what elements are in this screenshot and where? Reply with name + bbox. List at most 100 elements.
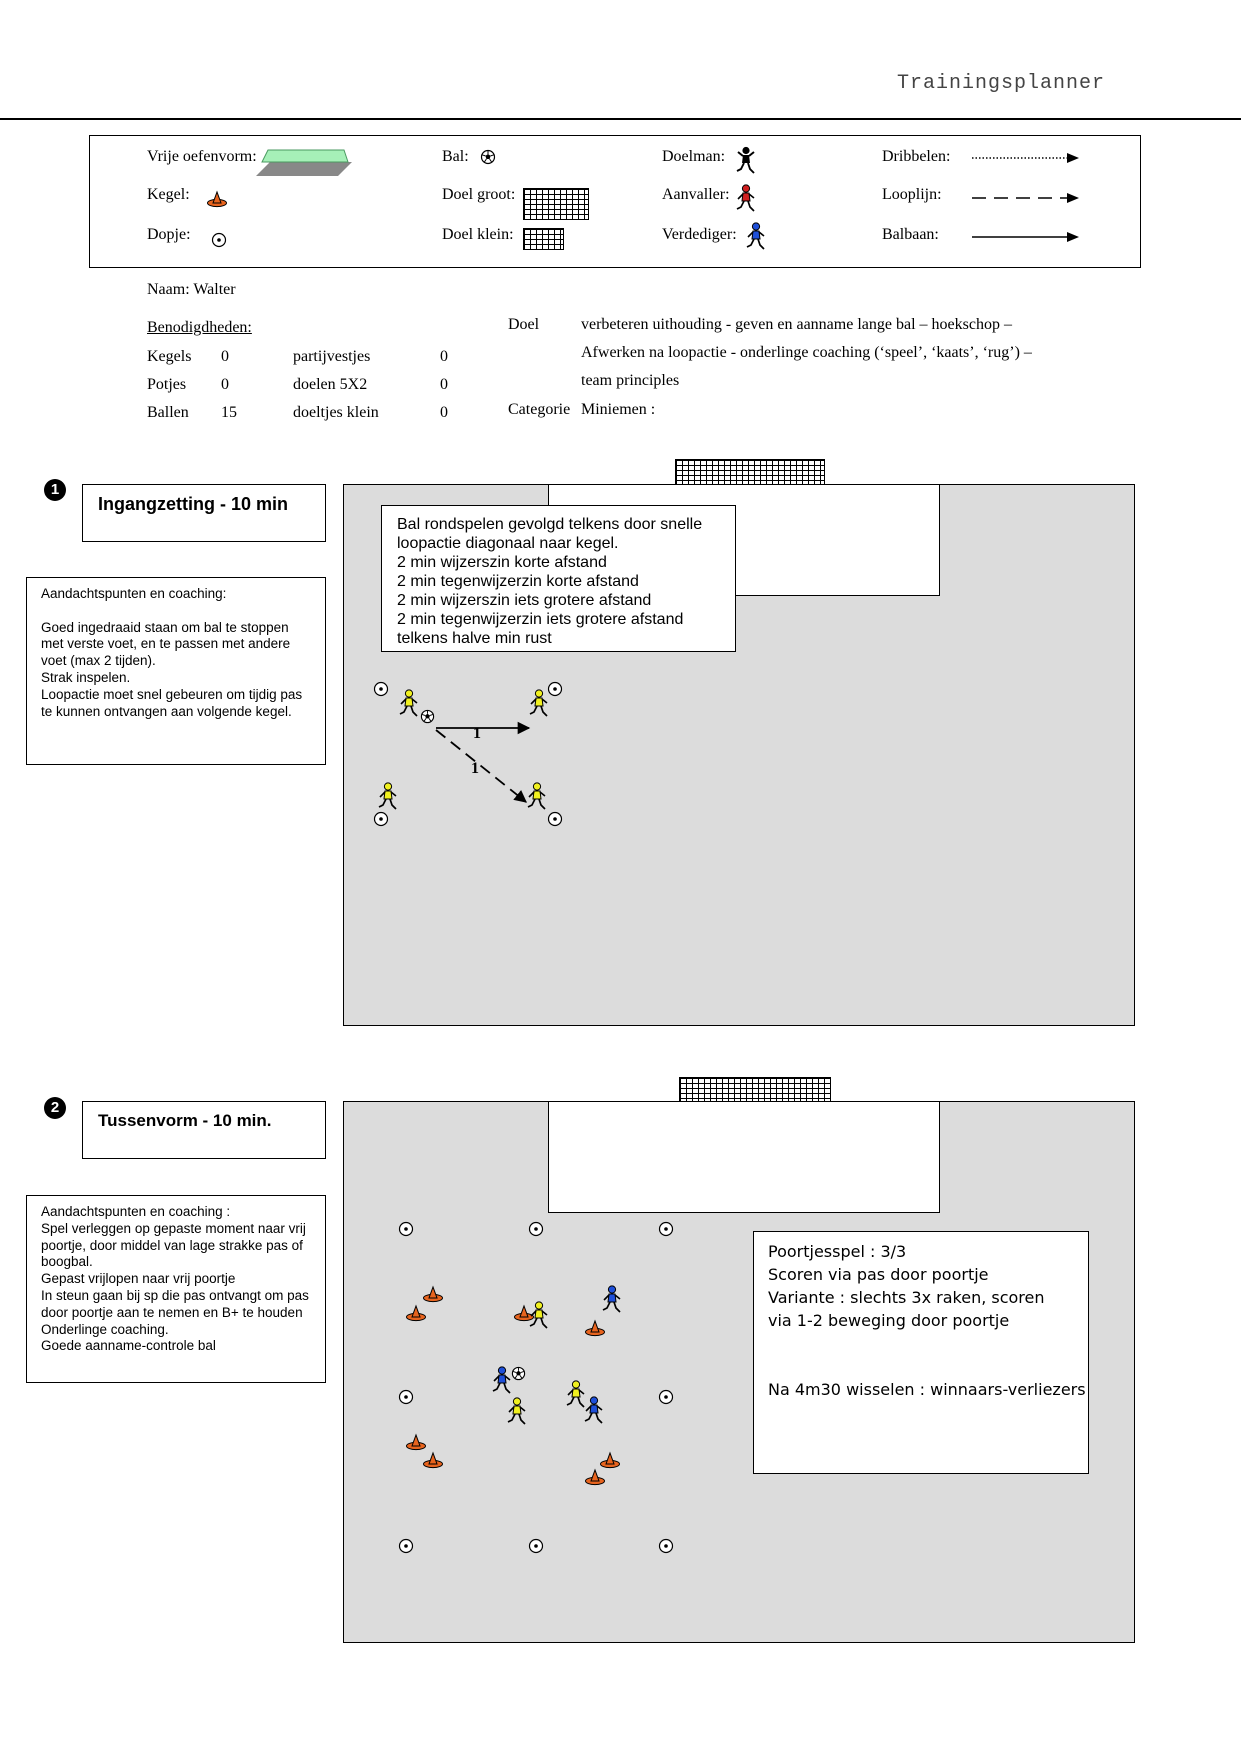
legend-label-vrije-oefenvorm: Vrije oefenvorm: [147,148,257,165]
description-line: via 1-2 beweging door poortje [768,1311,1010,1330]
dot-marker-icon [547,811,563,827]
legend-label-looplijn: Looplijn: [882,186,942,203]
dot-marker-icon [211,232,227,248]
equipment-value: 0 [221,376,229,393]
page-header-title: Trainingsplanner [896,72,1105,95]
dribble-line-icon [972,153,1079,163]
description-line: Variante : slechts 3x raken, scoren [768,1288,1045,1307]
description-line: loopactie diagonaal naar kegel. [397,535,619,552]
goalkeeper-icon [735,146,757,176]
cone-icon [585,1469,605,1486]
exercise-number-badge: 2 [44,1097,66,1119]
legend-label-aanvaller: Aanvaller: [662,186,730,203]
legend-label-verdediger: Verdediger: [662,226,737,243]
arrow-number-label: 1 [471,760,479,777]
dot-marker-icon [373,811,389,827]
attacker-player-icon [507,1397,526,1425]
description-line: Bal rondspelen gevolgd telkens door snel… [397,516,703,533]
dot-marker-icon [398,1389,414,1405]
cone-icon [423,1286,443,1303]
dot-marker-icon [373,681,389,697]
exercise-title: Tussenvorm - 10 min. [82,1101,326,1159]
coaching-points: Aandachtspunten en coaching: Goed ingedr… [26,577,326,765]
equipment-value: 0 [440,404,448,421]
category-label: Categorie [508,401,571,418]
cone-icon [206,190,228,208]
ball-path-icon [972,232,1079,242]
equipment-value: 0 [221,348,229,365]
dot-marker-icon [398,1538,414,1554]
category-value: Miniemen : [581,401,656,418]
equipment-label: Kegels [147,348,192,365]
dot-marker-icon [528,1221,544,1237]
legend-label-balbaan: Balbaan: [882,226,939,243]
equipment-label: doelen 5X2 [293,376,368,393]
description-line [768,1355,1074,1378]
dot-marker-icon [547,681,563,697]
attacker-player-icon [529,1301,548,1329]
dot-marker-icon [658,1221,674,1237]
defender-player-icon [492,1366,511,1394]
legend-label-doel-groot: Doel groot: [442,186,516,203]
cone-icon [406,1305,426,1322]
equipment-label: partijvestjes [293,348,371,365]
ball-icon [480,149,496,165]
legend-label-dopje: Dopje: [147,226,191,243]
run-line-arrow [435,729,527,803]
trainer-name: Naam: Walter [147,281,236,298]
attacker-player-icon [566,1380,585,1408]
run-line-icon [972,193,1079,203]
ball-icon [511,1366,526,1381]
defender-icon [745,222,767,252]
description-line: Na 4m30 wisselen : winnaars-verliezers [768,1380,1086,1399]
header-rule [0,118,1241,120]
equipment-value: 15 [221,404,237,421]
description-line: 2 min tegenwijzerzin korte afstand [397,573,639,590]
legend-label-doelman: Doelman: [662,148,726,165]
description-line: Poortjesspel : 3/3 [768,1242,907,1261]
dot-marker-icon [528,1538,544,1554]
goal-label: Doel [508,316,540,333]
defender-player-icon [584,1396,603,1424]
equipment-label: doeltjes klein [293,404,379,421]
description-line [768,1332,1074,1355]
equipment-label: Potjes [147,376,187,393]
description-line: Scoren via pas door poortje [768,1265,989,1284]
ball-icon [420,709,435,724]
cone-icon [514,1305,534,1322]
free-exercise-icon [256,149,352,176]
cone-icon [600,1452,620,1469]
attacker-player-icon [399,689,418,717]
goal-text-line: verbeteren uithouding - geven en aanname… [581,316,1012,333]
exercise-description: Bal rondspelen gevolgd telkens door snel… [381,505,736,652]
large-goal [675,459,825,486]
attacker-player-icon [529,689,548,717]
cone-icon [423,1452,443,1469]
exercise-1-diagram: 1 1 [373,681,563,827]
exercise-description: Poortjesspel : 3/3 Scoren via pas door p… [753,1231,1089,1474]
exercise-number-badge: 1 [44,479,66,501]
exercise-title: Ingangzetting - 10 min [82,484,326,542]
legend-label-dribbelen: Dribbelen: [882,148,951,165]
goal-text-line: team principles [581,372,680,389]
defender-player-icon [602,1285,621,1313]
dot-marker-icon [658,1538,674,1554]
cone-icon [406,1434,426,1451]
description-line: 2 min tegenwijzerzin iets grotere afstan… [397,611,684,628]
exercise-2-diagram [398,1221,674,1554]
dot-marker-icon [658,1389,674,1405]
attacker-icon [735,184,757,214]
attacker-player-icon [527,782,546,810]
dot-marker-icon [398,1221,414,1237]
penalty-area [548,1101,940,1213]
legend-label-doel-klein: Doel klein: [442,226,514,243]
equipment-label: Ballen [147,404,189,421]
description-line: 2 min wijzerszin iets grotere afstand [397,592,652,609]
equipment-value: 0 [440,376,448,393]
description-line: telkens halve min rust [397,630,552,647]
cone-icon [585,1320,605,1337]
legend-label-bal: Bal: [442,148,469,165]
legend-box: Vrije oefenvorm: Kegel: Dopje: Bal: Doel… [89,135,1141,268]
arrow-number-label: 1 [473,725,481,742]
attacker-player-icon [378,782,397,810]
